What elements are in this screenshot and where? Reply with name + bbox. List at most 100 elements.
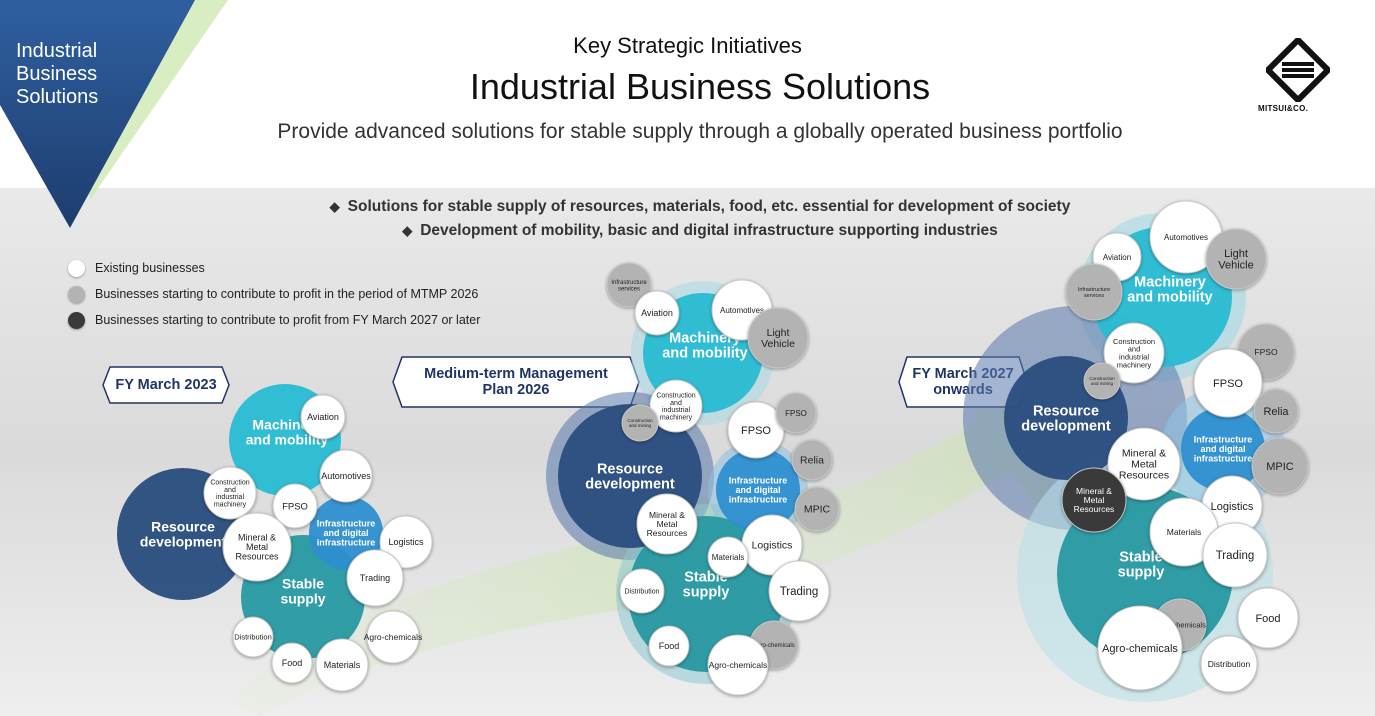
business-bubble-distribution [619,568,665,614]
business-bubble-aviation [300,394,346,440]
business-label-agro-chemicals: Agro-chemicals [753,643,794,649]
business-bubble-relia [791,439,833,481]
business-label-agro-chemicals: Agro-chemicals [1154,621,1206,630]
business-label-agro-chemicals: Agro-chemicals [1102,643,1178,655]
bullet-1-text: Solutions for stable supply of resources… [347,198,1071,215]
business-label-agro-chemicals: Agro-chemicals [364,632,423,642]
page-title: Industrial Business Solutions [469,66,931,107]
business-bubble-food [271,642,313,684]
business-bubble-agro-chemicals [1097,605,1183,691]
business-label-fpso: FPSO [1254,347,1278,357]
business-bubble-trading [346,549,404,607]
business-bubble-mpic [794,486,840,532]
business-label-logistics: Logistics [1211,501,1254,513]
business-bubble-fpso [775,392,817,434]
business-bubble-materials [707,536,749,578]
page-tagline: Provide advanced solutions for stable su… [277,120,1123,143]
business-bubble-food [1237,587,1299,649]
business-bubble-fpso [727,401,785,459]
business-label-fpso: FPSO [282,501,308,512]
business-bubble-mineral-and-metal-resources [222,512,292,582]
business-label-automotives: Automotives [321,471,371,481]
business-label-relia: Relia [1263,406,1289,418]
legend-dot-later [68,311,85,329]
segment-circle-infrastructure-and-digital-infrastructure [1181,407,1265,491]
legend-dot-existing [68,259,85,277]
business-label-logistics: Logistics [752,540,793,552]
corner-blue-triangle [0,0,195,228]
diamond-bullet-icon: ◆ [402,223,413,238]
business-bubble-relia [1253,388,1299,434]
phase-label-mtmp2026: Medium-term Management Plan 2026 [392,356,640,408]
business-label-fpso: FPSO [785,409,807,418]
legend-later: Businesses starting to contribute to pro… [68,310,480,330]
bullet-2-text: Development of mobility, basic and digit… [420,222,998,239]
legend-mtmp: Businesses starting to contribute to pro… [68,284,478,304]
phase-label-fy2023: FY March 2023 [102,366,230,404]
business-label-automotives: Automotives [1164,233,1208,242]
business-bubble-mineral-and-metal-resources [1107,427,1181,501]
mitsui-logo-icon [1266,38,1330,102]
business-label-aviation: Aviation [1103,253,1131,262]
diamond-bullet-icon: ◆ [329,199,340,214]
legend-label: Businesses starting to contribute to pro… [95,287,479,301]
business-bubble-infrastructure-services [1065,263,1123,321]
business-bubble-light-vehicle [747,307,809,369]
corner-label: Industrial Business Solutions [16,40,99,108]
business-label-fpso: FPSO [741,425,771,437]
business-bubble-trading [1202,522,1268,588]
business-label-aviation: Aviation [641,308,673,318]
business-label-trading: Trading [360,573,390,583]
business-bubble-mpic [1251,437,1309,495]
business-bubble-mineral-and-metal-resources [636,493,698,555]
business-bubble-agro-chemicals [707,634,769,696]
business-label-relia: Relia [800,455,824,467]
business-bubble-construction-and-mining [621,404,659,442]
business-label-automotives: Automotives [720,306,764,315]
legend-existing: Existing businesses [68,258,205,278]
business-label-distribution: Distribution [624,588,659,595]
business-bubble-aviation [634,290,680,336]
business-label-mpic: MPIC [804,504,831,516]
business-bubble-construction-and-mining [1083,362,1121,400]
business-bubble-fpso [272,483,318,529]
business-label-trading: Trading [1216,550,1255,562]
business-label-fpso: FPSO [1213,378,1243,390]
business-label-aviation: Aviation [307,412,339,422]
business-bubble-automotives [319,449,373,503]
business-bubble-construction-and-industrial-machinery [203,466,257,520]
page-kicker: Key Strategic Initiatives [573,33,802,58]
legend-label: Businesses starting to contribute to pro… [95,313,481,327]
business-label-materials: Materials [324,660,361,670]
logo-text: MITSUI&CO. [1258,104,1309,113]
business-bubble-light-vehicle [1205,228,1267,290]
business-bubble-construction-and-industrial-machinery [649,379,703,433]
business-bubble-distribution [1200,635,1258,693]
bullet-2: ◆ Development of mobility, basic and digi… [0,222,1375,240]
segment-circle-infrastructure-and-digital-infrastructure [716,448,800,532]
business-bubble-construction-and-industrial-machinery [1103,322,1165,384]
